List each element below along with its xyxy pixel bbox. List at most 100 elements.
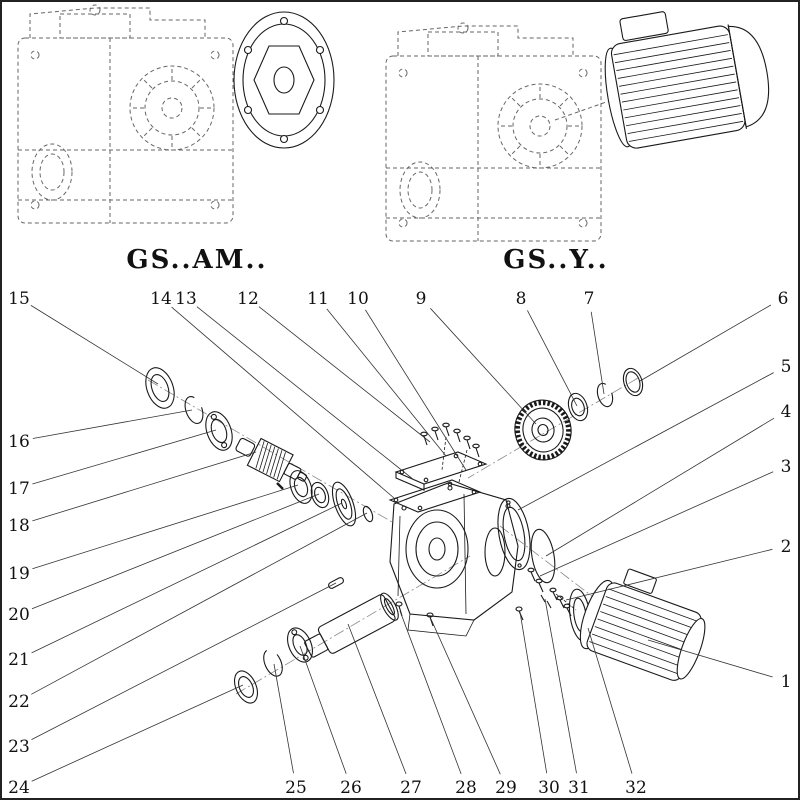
- callout-24: 24: [8, 684, 244, 798]
- callout-23: 23: [8, 582, 337, 757]
- variant-y-drawing: GS..Y..: [385, 11, 770, 275]
- variant-label-y: GS..Y..: [503, 245, 608, 275]
- leader-line: [171, 306, 395, 499]
- bearing-input-2: [289, 470, 313, 504]
- callout-8: 8: [516, 289, 578, 407]
- spacer-ring: [622, 367, 644, 397]
- callout-number: 18: [8, 516, 30, 536]
- o-ring-small: [362, 505, 374, 523]
- bearing-input: [205, 411, 233, 451]
- washer: [567, 392, 589, 422]
- motor: [579, 568, 706, 681]
- callout-26: 26: [299, 645, 362, 798]
- callout-number: 10: [347, 289, 369, 309]
- leader-line: [639, 304, 772, 382]
- callout-number: 16: [8, 432, 30, 452]
- callout-31: 31: [544, 598, 590, 798]
- motor-side-parts: [497, 497, 706, 681]
- leader-line: [539, 471, 774, 577]
- callout-number: 17: [8, 479, 30, 499]
- callout-number: 20: [8, 605, 30, 625]
- callout-number: 31: [568, 778, 590, 798]
- callout-number: 4: [781, 402, 792, 422]
- vent-plug: [515, 606, 524, 621]
- callout-number: 7: [584, 289, 595, 309]
- callout-22: 22: [8, 512, 368, 712]
- callout-2: 2: [565, 537, 792, 601]
- worm-wheel-gear: [514, 399, 572, 461]
- callout-number: 13: [175, 289, 197, 309]
- callout-1: 1: [647, 639, 791, 692]
- callout-number: 2: [781, 537, 792, 557]
- callout-6: 6: [639, 289, 788, 382]
- callout-number: 32: [625, 778, 647, 798]
- leader-line: [545, 417, 775, 557]
- callout-16: 16: [8, 409, 193, 452]
- worm-wheel-parts: [514, 367, 644, 461]
- leader-line: [31, 493, 320, 610]
- leader-line: [519, 611, 548, 774]
- retaining-ring-input: [184, 396, 204, 424]
- oil-seal-output: [233, 670, 259, 704]
- callout-number: 22: [8, 692, 30, 712]
- callout-27: 27: [347, 623, 422, 798]
- callout-number: 3: [781, 457, 792, 477]
- leader-line: [196, 306, 415, 481]
- callout-number: 23: [8, 737, 30, 757]
- callout-number: 19: [8, 564, 30, 584]
- shim-disc: [331, 481, 357, 527]
- leader-line: [565, 548, 773, 601]
- retaining-ring-wheel: [596, 382, 614, 408]
- callout-28: 28: [399, 610, 477, 798]
- leader-line: [31, 582, 337, 740]
- callout-number: 25: [285, 778, 307, 798]
- leader-line: [32, 484, 299, 570]
- callout-number: 9: [416, 289, 427, 309]
- leader-line: [430, 618, 501, 775]
- side-flange-cover: [497, 497, 531, 571]
- callout-21: 21: [8, 502, 343, 670]
- leader-line: [399, 610, 462, 775]
- callout-7: 7: [584, 289, 605, 395]
- exploded-view: 1234567891011121314151617181920212223242…: [8, 289, 791, 798]
- callout-18: 18: [8, 451, 257, 536]
- gear-housing: [389, 482, 519, 637]
- leader-line: [258, 306, 431, 443]
- leader-line: [587, 627, 633, 774]
- callout-15: 15: [8, 289, 159, 385]
- output-flange-drawing: [233, 11, 335, 149]
- cover-screws: [420, 422, 480, 483]
- cover-gasket: [388, 479, 482, 513]
- callout-number: 14: [150, 289, 172, 309]
- input-shaft-parts: [145, 367, 374, 527]
- callout-20: 20: [8, 493, 320, 625]
- variant-am-drawing: GS..AM..: [17, 4, 335, 275]
- callout-25: 25: [273, 663, 307, 798]
- callout-32: 32: [587, 627, 647, 798]
- spacer-washer: [310, 481, 330, 509]
- bearing-output: [287, 627, 313, 663]
- callout-number: 27: [400, 778, 422, 798]
- callout-13: 13: [175, 289, 415, 481]
- callout-12: 12: [237, 289, 431, 443]
- callout-number: 12: [237, 289, 259, 309]
- callout-number: 15: [8, 289, 30, 309]
- leader-line: [31, 684, 244, 782]
- callout-10: 10: [347, 289, 467, 471]
- leader-line: [430, 308, 537, 425]
- callout-number: 24: [8, 778, 30, 798]
- leader-line: [347, 623, 407, 775]
- callout-29: 29: [430, 618, 517, 798]
- worm-shaft: [235, 437, 308, 483]
- leader-line: [31, 512, 368, 695]
- cover-parts: [388, 422, 488, 513]
- leader-line: [326, 308, 447, 457]
- leader-line: [590, 311, 605, 395]
- callout-14: 14: [150, 289, 395, 499]
- oil-seal-input: [145, 367, 175, 409]
- callout-number: 21: [8, 650, 30, 670]
- callout-19: 19: [8, 484, 299, 584]
- callout-3: 3: [539, 457, 792, 577]
